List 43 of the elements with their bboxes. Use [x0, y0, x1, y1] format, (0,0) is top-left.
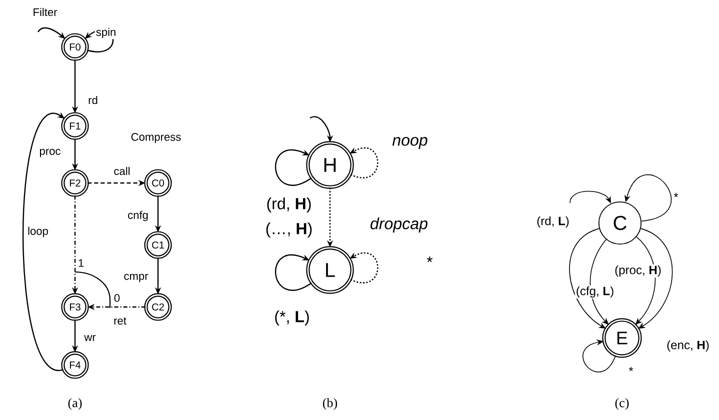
edge-label: 1 [76, 258, 86, 268]
arrow [275, 254, 312, 291]
edge-label: ret [112, 316, 128, 326]
edge-label: (rd, H) [265, 196, 313, 214]
accepting-state: F3 [61, 293, 89, 321]
accepting-state: L [306, 246, 354, 294]
edge-label: cmpr [122, 272, 150, 284]
edge-label: wr [83, 334, 97, 342]
accepting-state: C2 [144, 293, 172, 321]
transition-label: (…, H) [266, 222, 312, 238]
edge-label: rd [87, 94, 99, 106]
accepting-state: F0 [61, 33, 89, 61]
edge-label: spin [94, 26, 118, 40]
accepting-state: C1 [144, 231, 172, 259]
edge-label: noop [391, 136, 429, 150]
edge-label: cnfg [126, 210, 150, 222]
edge-label: (proc, H) [614, 264, 662, 278]
accepting-state: H [306, 141, 354, 189]
accepting-state: C0 [144, 169, 172, 197]
arrow [570, 190, 611, 204]
accepting-state: F1 [61, 112, 89, 140]
panel-caption: (c) [615, 398, 629, 410]
group-title: Compress [131, 133, 181, 143]
arrow [582, 339, 616, 372]
accepting-state: E [602, 318, 642, 358]
edge-label: * [628, 366, 634, 376]
edge-label: call [112, 166, 132, 176]
edge-label: proc [38, 148, 62, 158]
edge-label: (enc, H) [666, 339, 710, 353]
edge-label: (cfg, L) [574, 285, 616, 299]
group-title: Filter [34, 8, 58, 16]
panel-caption: (b) [322, 398, 338, 410]
branch-label: 0 [114, 294, 120, 302]
accepting-state: F2 [61, 169, 89, 197]
arrow [275, 150, 312, 186]
edge-label: loop [26, 226, 50, 238]
panel-caption: (a) [68, 398, 82, 410]
accepting-state: F4 [61, 351, 89, 379]
edge-label: dropcap [368, 216, 430, 234]
edge-label: * [424, 255, 434, 269]
edge-label: (rd, L) [536, 215, 570, 229]
edge-label: * [672, 192, 680, 202]
edge-label: (*, L) [273, 310, 311, 326]
